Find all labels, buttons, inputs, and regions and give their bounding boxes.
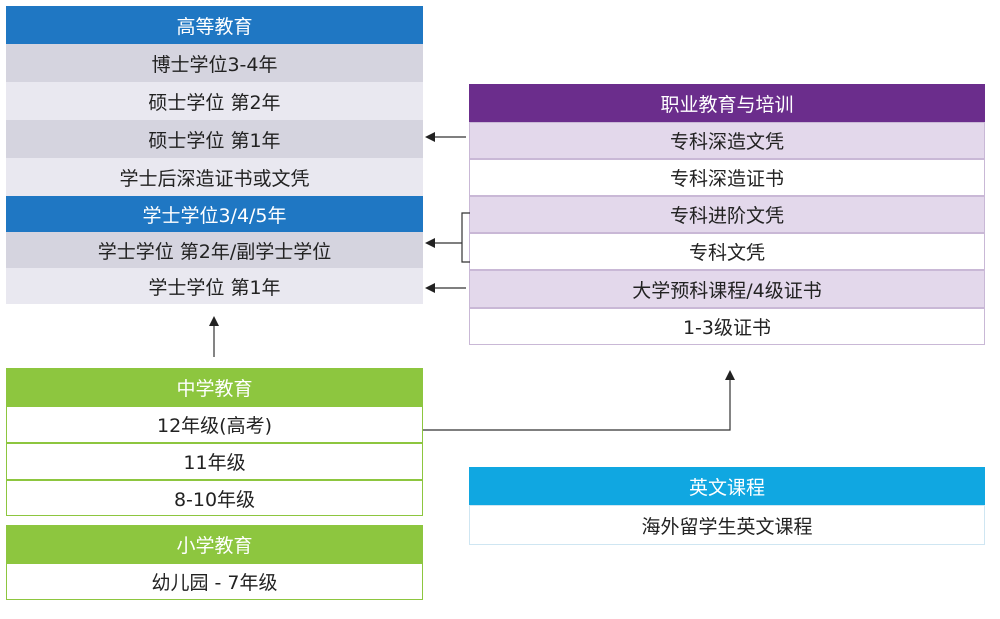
bracket-diplomas xyxy=(461,212,470,263)
year11-row: 11年级 xyxy=(6,443,423,480)
doctorate-row: 博士学位3-4年 xyxy=(6,44,423,82)
bachelor-header: 学士学位3/4/5年 xyxy=(6,196,423,232)
year8-10-row: 8-10年级 xyxy=(6,480,423,516)
foundation-certificate-iv-row: 大学预科课程/4级证书 xyxy=(469,270,985,308)
english-block: 英文课程 海外留学生英文课程 xyxy=(469,467,985,545)
advanced-diploma-postgrad-row: 专科深造文凭 xyxy=(469,122,985,159)
primary-header: 小学教育 xyxy=(6,525,423,563)
bachelor-year1-row: 学士学位 第1年 xyxy=(6,268,423,304)
vocational-header: 职业教育与培训 xyxy=(469,84,985,122)
arrow-year12-to-vocational xyxy=(423,370,735,431)
kindergarten-year7-row: 幼儿园 - 7年级 xyxy=(6,563,423,600)
year12-row: 12年级(高考) xyxy=(6,406,423,443)
primary-block: 小学教育 幼儿园 - 7年级 xyxy=(6,525,423,600)
higher-education-block: 高等教育 博士学位3-4年 硕士学位 第2年 硕士学位 第1年 学士后深造证书或… xyxy=(6,6,423,304)
english-header: 英文课程 xyxy=(469,467,985,505)
masters-year1-row: 硕士学位 第1年 xyxy=(6,120,423,158)
diploma-row: 专科文凭 xyxy=(469,233,985,270)
bachelor-year2-row: 学士学位 第2年/副学士学位 xyxy=(6,232,423,268)
masters-year2-row: 硕士学位 第2年 xyxy=(6,82,423,120)
certificate-i-iii-row: 1-3级证书 xyxy=(469,308,985,345)
higher-education-header: 高等教育 xyxy=(6,6,423,44)
graduate-certificate-row: 学士后深造证书或文凭 xyxy=(6,158,423,196)
elicos-row: 海外留学生英文课程 xyxy=(469,505,985,545)
secondary-header: 中学教育 xyxy=(6,368,423,406)
vocational-block: 职业教育与培训 专科深造文凭 专科深造证书 专科进阶文凭 专科文凭 大学预科课程… xyxy=(469,84,985,345)
vocational-graduate-certificate-row: 专科深造证书 xyxy=(469,159,985,196)
secondary-block: 中学教育 12年级(高考) 11年级 8-10年级 xyxy=(6,368,423,516)
advanced-diploma-row: 专科进阶文凭 xyxy=(469,196,985,233)
